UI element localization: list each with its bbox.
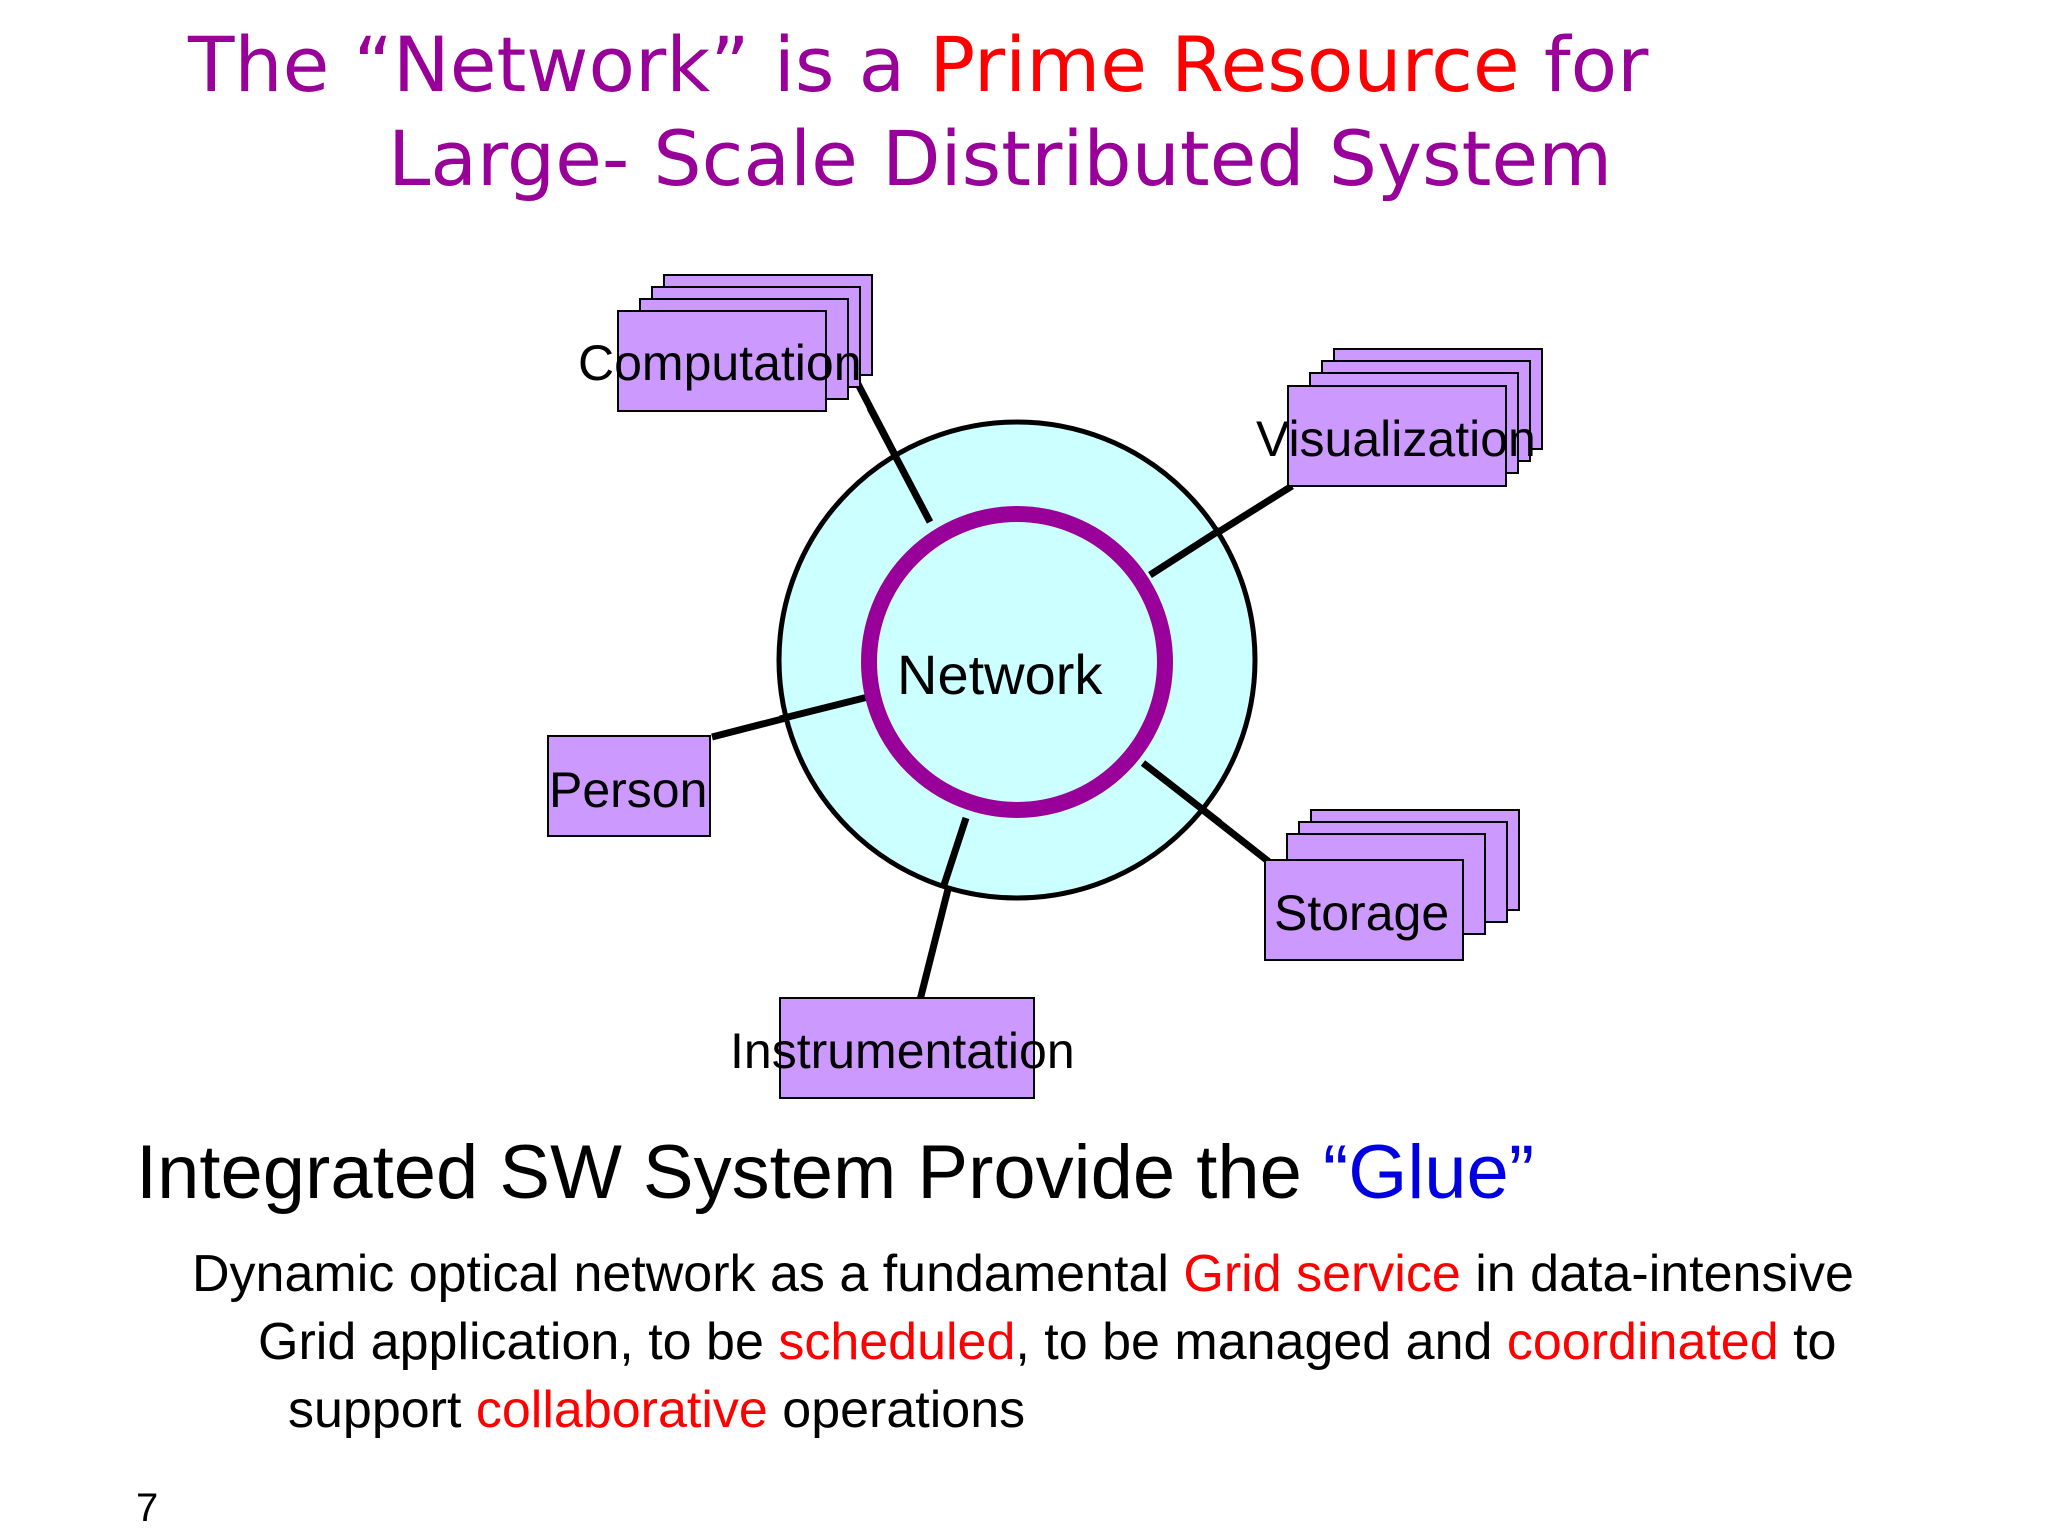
title-accent: Prime Resource	[929, 20, 1520, 109]
body-line-2-start: Grid application, to be	[258, 1313, 779, 1371]
node-visualization: Visualization	[1256, 348, 1543, 487]
node-instrumentation: Instrumentation	[730, 997, 1075, 1099]
node-computation-label: Computation	[578, 335, 862, 391]
section-heading: Integrated SW System Provide the “Glue”	[136, 1128, 1534, 1218]
body-highlight-coordinated: coordinated	[1506, 1313, 1779, 1371]
node-instrumentation-label: Instrumentation	[730, 1023, 1075, 1079]
body-highlight-scheduled: scheduled	[778, 1313, 1016, 1371]
connector-instrumentation-inner	[940, 816, 970, 887]
title-line-1: The “Network” is a Prime Resource for	[188, 18, 1648, 112]
node-person: Person	[547, 735, 711, 837]
network-label: Network	[897, 643, 1103, 706]
body-highlight-collaborative: collaborative	[475, 1381, 768, 1439]
body-highlight-grid-service: Grid service	[1183, 1245, 1461, 1303]
connector-person-inner	[779, 693, 869, 723]
body-line-3-start: support	[288, 1381, 476, 1439]
title-line-1-start: The “Network” is a	[188, 20, 930, 109]
title-line-2: Large- Scale Distributed System	[388, 114, 1613, 203]
node-storage-label: Storage	[1274, 885, 1449, 941]
network-ring	[861, 506, 1173, 818]
page-number: 7	[136, 1486, 159, 1530]
body-line-3-end: operations	[767, 1381, 1026, 1439]
body-line-3: support collaborative operations	[288, 1376, 1025, 1444]
heading-glue: “Glue”	[1322, 1130, 1535, 1215]
body-line-1: Dynamic optical network as a fundamental…	[192, 1240, 1854, 1308]
node-person-label: Person	[549, 762, 707, 818]
body-line-2-middle: , to be managed and	[1015, 1313, 1507, 1371]
connector-computation-inner	[866, 406, 934, 524]
connector-storage-inner	[1140, 760, 1223, 826]
connector-visualization-inner	[1148, 527, 1222, 578]
body-line-1-start: Dynamic optical network as a fundamental	[192, 1245, 1184, 1303]
body-line-2-end: to	[1778, 1313, 1837, 1371]
heading-text: Integrated SW System Provide the	[136, 1130, 1323, 1215]
node-computation: Computation	[578, 274, 873, 412]
node-storage: Storage	[1264, 809, 1520, 961]
body-line-2: Grid application, to be scheduled, to be…	[258, 1308, 1836, 1376]
node-visualization-label: Visualization	[1256, 411, 1536, 467]
title-line-1-end: for	[1519, 20, 1649, 109]
body-line-1-end: in data-intensive	[1460, 1245, 1854, 1303]
